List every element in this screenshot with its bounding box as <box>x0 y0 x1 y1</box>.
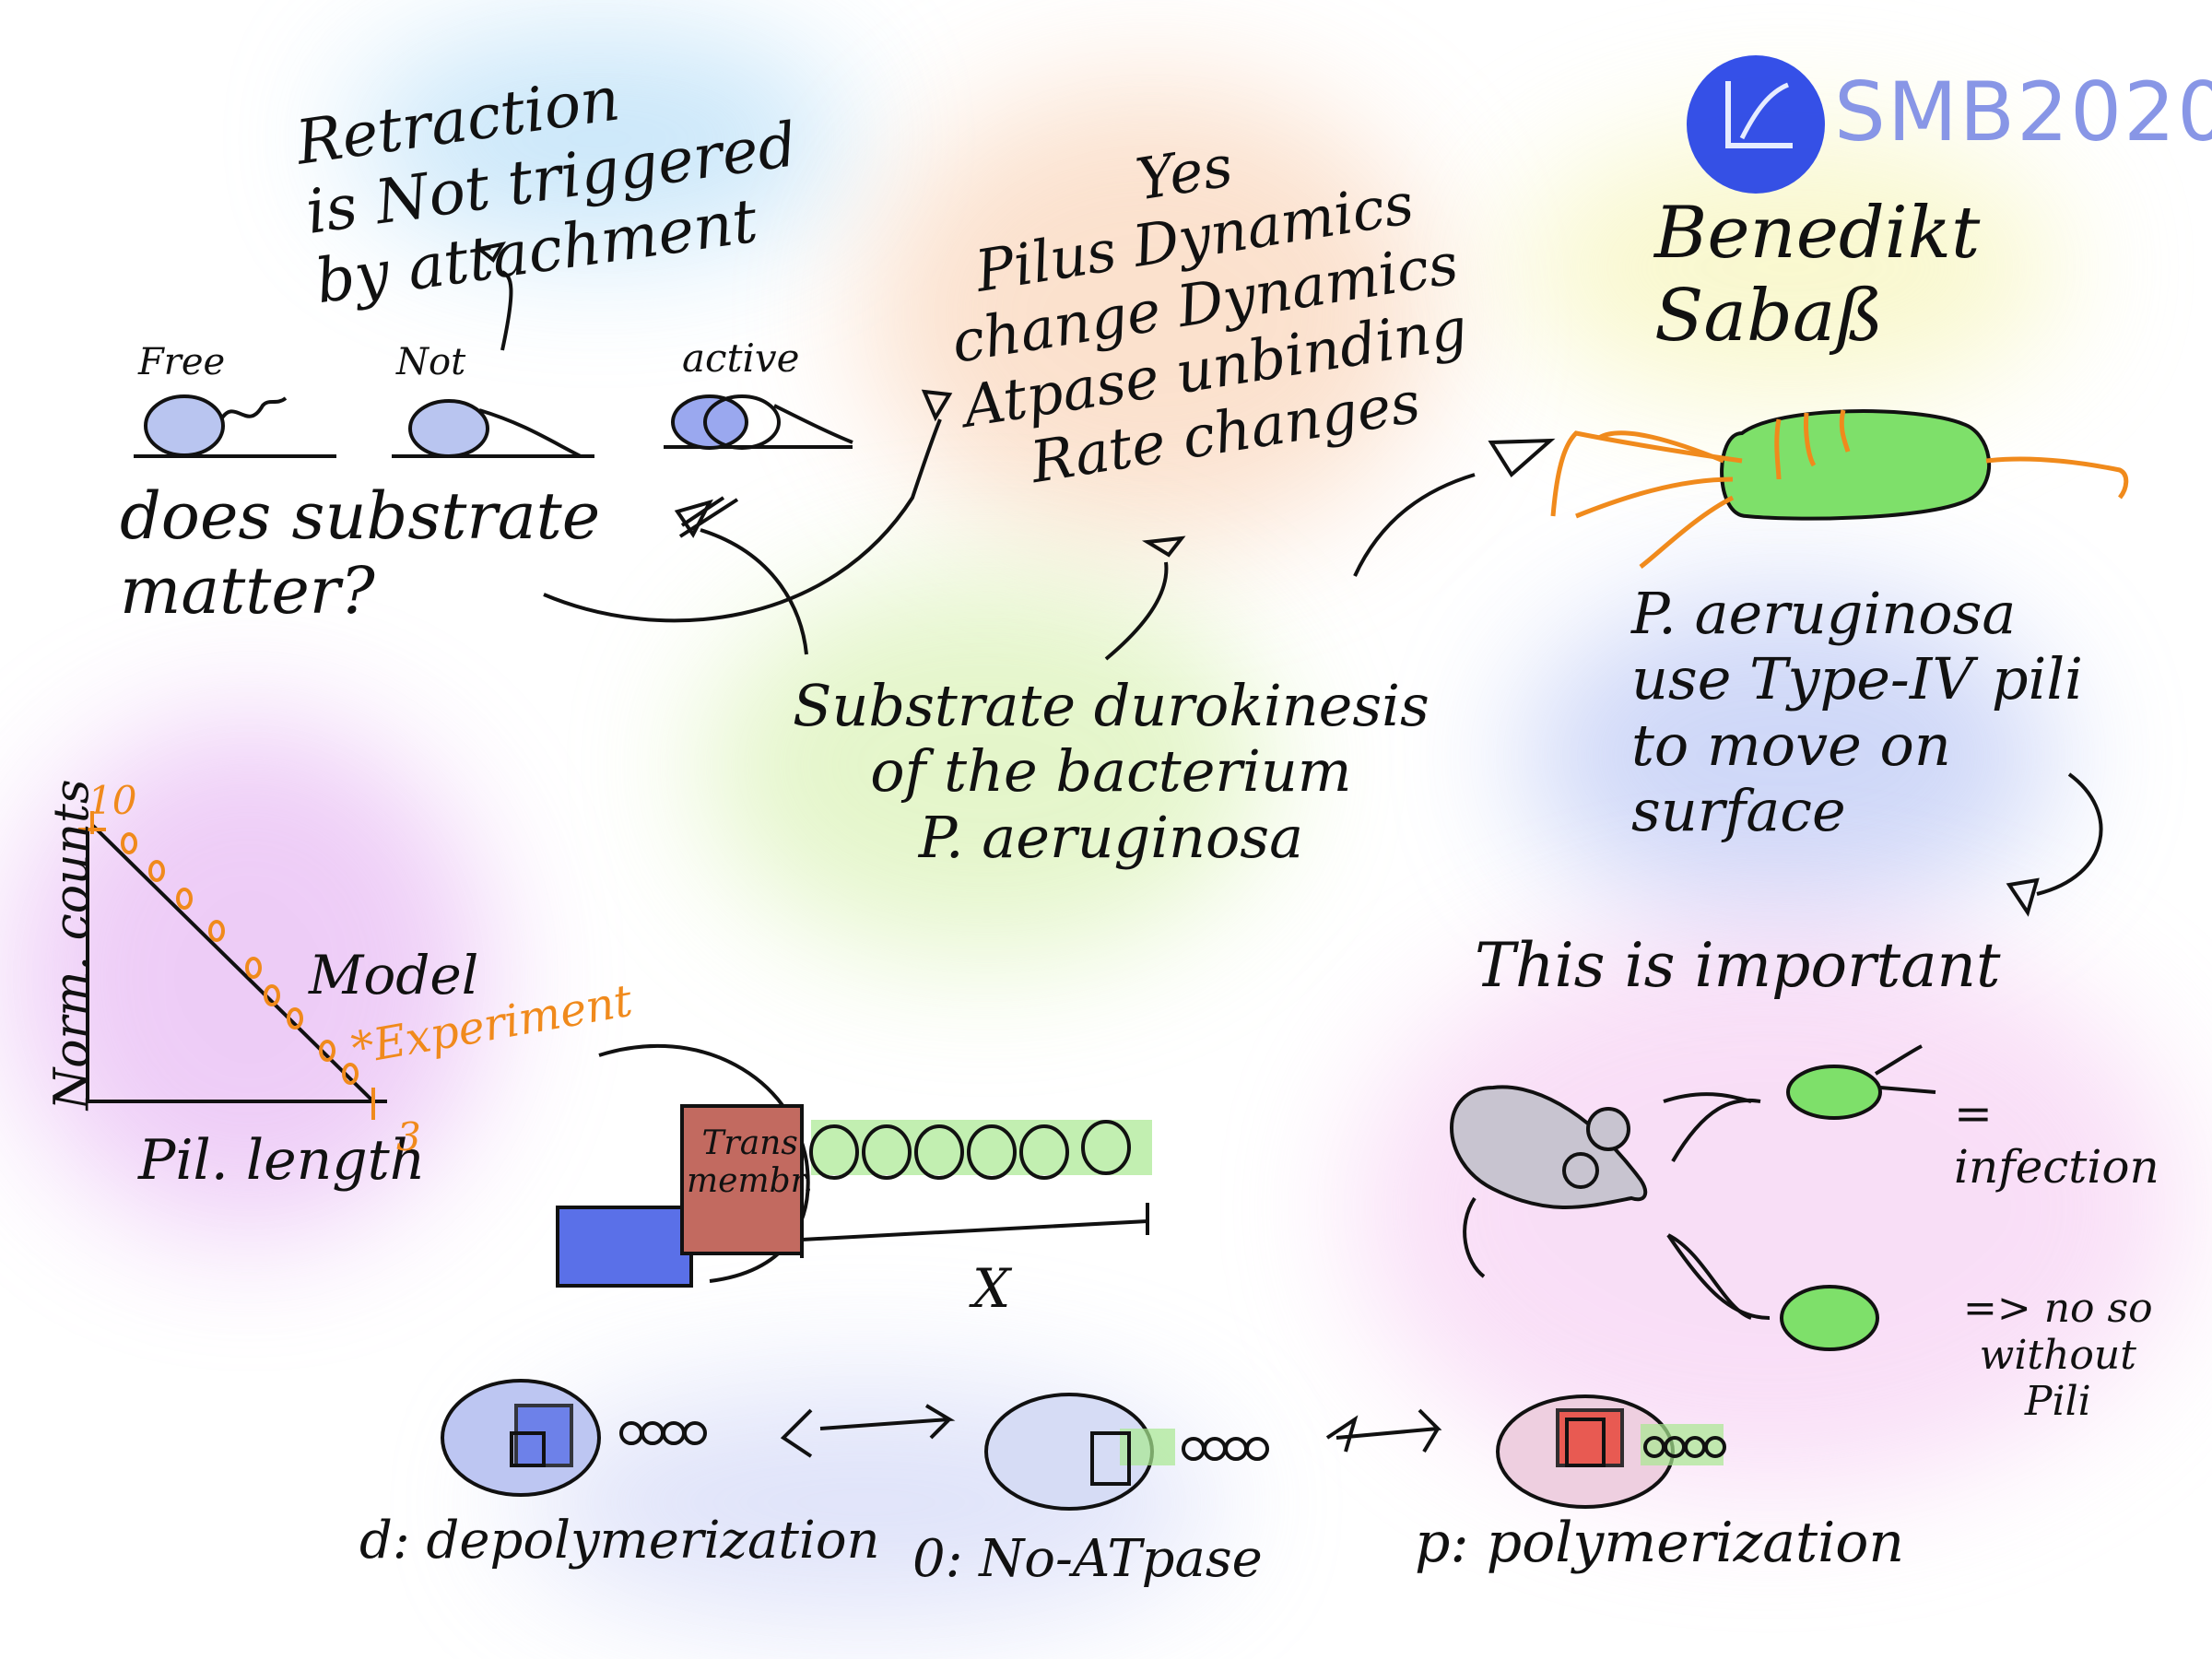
bottom-states <box>441 1379 1726 1511</box>
mouse-arrows <box>1666 772 2103 1320</box>
graph-x-label: Pil. length <box>138 1128 426 1193</box>
motor-label: Trans membr. <box>687 1124 814 1201</box>
state-p-label: p: polymerization <box>1415 1511 1905 1575</box>
wash-green-center <box>700 571 1272 959</box>
note-important: This is important <box>1475 930 2001 1001</box>
infected-bacteria <box>1780 1044 1936 1351</box>
bacterium-with-pili <box>1550 409 2129 569</box>
connector-arrows-top <box>475 241 1556 661</box>
graph-y-label: Norm. counts <box>44 779 100 1111</box>
state-free <box>134 394 336 458</box>
note-infection: = infection <box>1954 1087 2159 1194</box>
author-name: Benedikt Sabaß <box>1654 192 1981 358</box>
note-no-infection: => no so without Pili <box>1963 1285 2153 1426</box>
counts-graph <box>78 811 387 1120</box>
experiment-points <box>78 811 375 1120</box>
logo-icon <box>1687 55 1825 194</box>
label-free: Free <box>138 341 226 383</box>
state-d-label: d: depolymerization <box>359 1511 880 1571</box>
motor-schematic <box>556 1044 1152 1288</box>
wash-blue-top <box>350 28 848 249</box>
graph-y-tick: 10 <box>88 778 137 823</box>
state-active <box>664 394 853 450</box>
label-active: active <box>682 335 800 381</box>
note-center-title: Substrate durokinesis of the bacterium P… <box>793 672 1430 871</box>
state-not <box>392 399 594 458</box>
note-substrate-question: does substrate matter? <box>120 478 601 629</box>
graph-model-label: Model <box>309 944 479 1006</box>
logo-text: SMB2020 <box>1834 65 2212 159</box>
wash-orange <box>866 83 1438 544</box>
mouse-drawing <box>1450 1085 1752 1320</box>
wash-pink-right <box>1355 922 2184 1493</box>
label-not: Not <box>396 341 466 383</box>
state-o-label: 0: No-ATpase <box>912 1529 1263 1589</box>
wash-blue-right <box>1521 590 2055 922</box>
graph-x-tick: 3 <box>396 1114 421 1159</box>
note-pilus-use: P. aeruginosa use Type-IV pili to move o… <box>1631 580 2084 844</box>
motor-x-variable: X <box>972 1257 1011 1320</box>
